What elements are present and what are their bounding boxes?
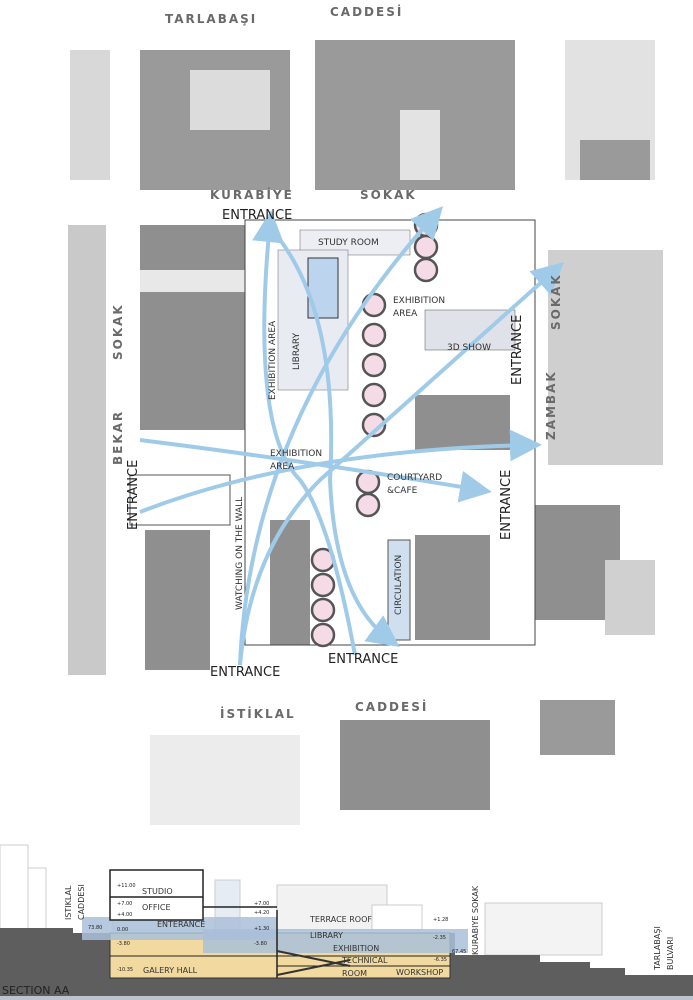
entrance-label-bottom-left: ENTRANCE [210, 665, 280, 680]
project-plan [129, 212, 536, 648]
level-marker: -3.80 [254, 941, 267, 947]
section-kurabiye-sokak-label: KURABIYE SOKAK [471, 885, 480, 955]
level-marker: +11.00 [117, 883, 136, 889]
exhibition-center-label-2: AREA [270, 462, 295, 472]
section-studio-label: STUDIO [142, 887, 173, 896]
entrance-label-right: ENTRANCE [510, 315, 525, 385]
section-technical-label: TECHNICAL [341, 956, 388, 965]
exhibition-area-vertical-label: EXHIBITION AREA [268, 320, 278, 400]
street-label-caddesi-top: CADDESİ [330, 4, 403, 19]
library-label: LIBRARY [292, 332, 302, 370]
level-marker: 0.00 [117, 927, 128, 933]
entrance-label-top: ENTRANCE [222, 208, 292, 223]
exhibition-center-label-1: EXHIBITION [270, 449, 322, 459]
3d-show-label: 3D SHOW [447, 343, 491, 353]
street-label-bekar: BEKAR [111, 410, 125, 465]
level-marker: -10.35 [117, 967, 133, 973]
watching-wall-label: WATCHING ON THE WALL [235, 497, 245, 610]
context-buildings [68, 40, 663, 825]
section-workshop-label: WORKSHOP [396, 968, 443, 977]
level-marker: -3.80 [117, 941, 130, 947]
level-marker: +7.00 [117, 901, 132, 907]
circulation-label: CIRCULATION [394, 555, 404, 615]
exhibition-area-label-2: AREA [393, 309, 418, 319]
street-label-caddesi-bottom: CADDESİ [355, 699, 428, 714]
section-title: SECTION AA [2, 984, 70, 997]
section-istiklal-label: ISTIKLAL [64, 885, 73, 920]
level-markers: +11.00 +7.00 +4.00 0.00 -3.80 -10.35 +7.… [88, 883, 466, 973]
street-label-sokak-top: SOKAK [360, 188, 417, 202]
level-marker: +4.20 [254, 910, 269, 916]
section-exhibition-label: EXHIBITION [333, 944, 379, 953]
level-marker: 73.80 [88, 925, 102, 931]
street-label-tarlabasi: TARLABAŞI [165, 12, 257, 26]
entrance-label-right-low: ENTRANCE [499, 470, 514, 540]
section-galery-hall-label: GALERY HALL [143, 966, 198, 975]
section-terrace-roof-label: TERRACE ROOF [309, 915, 372, 924]
street-label-kurabiye: KURABİYE [210, 187, 294, 202]
level-marker: +1.28 [433, 917, 448, 923]
street-label-istiklal: İSTİKLAL [220, 706, 296, 721]
section-tarlabasi-label: TARLABAŞI [653, 926, 662, 971]
street-label-sokak-left: SOKAK [111, 303, 125, 360]
section-room-label: ROOM [342, 969, 367, 978]
section-library-label: LIBRARY [310, 931, 343, 940]
circulation-arrows [139, 206, 564, 666]
exhibition-area-label-1: EXHIBITION [393, 296, 445, 306]
section-caddesi-label: CADDESI [77, 884, 86, 920]
level-marker: 67.45 [452, 949, 466, 955]
section-office-label: OFFICE [142, 903, 171, 912]
level-marker: +7.00 [254, 901, 269, 907]
section-bulvari-label: BULVARI [666, 937, 675, 970]
level-marker: -2.35 [433, 935, 446, 941]
courtyard-label-1: COURTYARD [387, 473, 442, 483]
level-marker: +1.30 [254, 926, 269, 932]
entrance-label-bottom-right: ENTRANCE [328, 652, 398, 667]
street-label-zambak: ZAMBAK [544, 370, 558, 440]
study-room-label: STUDY ROOM [318, 238, 379, 248]
level-marker: -6.35 [434, 957, 447, 963]
section-enterance-label: ENTERANCE [157, 920, 205, 929]
courtyard-label-2: &CAFE [387, 486, 418, 496]
entrance-label-left: ENTRANCE [126, 460, 141, 530]
street-label-sokak-right: SOKAK [549, 273, 563, 330]
level-marker: +4.00 [117, 912, 132, 918]
section-aa [0, 844, 693, 1000]
